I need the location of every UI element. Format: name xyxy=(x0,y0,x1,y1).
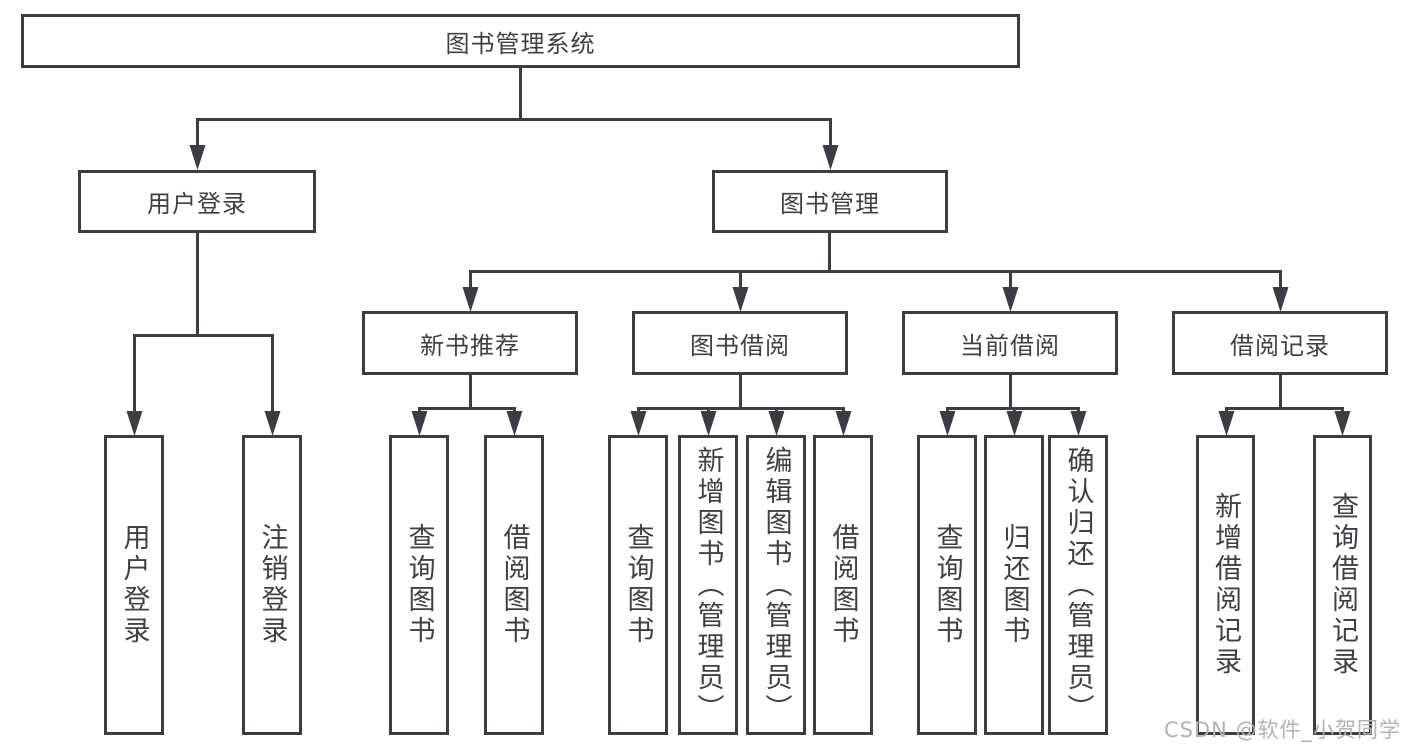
node-label: 图书管理 xyxy=(780,190,880,218)
leaf-borrow-books: 借阅图书 xyxy=(813,435,873,735)
leaf-add-books-admin: 新增图书（管理员） xyxy=(678,435,738,735)
node-book-borrowing: 图书借阅 xyxy=(632,311,848,375)
node-label: 用户登录 xyxy=(147,190,247,218)
node-book-management: 图书管理 xyxy=(712,170,948,233)
node-label: 查询图书 xyxy=(403,523,435,647)
node-label: 新增借阅记录 xyxy=(1210,492,1241,678)
node-label: 借阅图书 xyxy=(827,523,859,647)
node-label: 查询借阅记录 xyxy=(1327,492,1358,678)
leaf-borrow-books: 借阅图书 xyxy=(484,435,544,735)
node-label: 借阅记录 xyxy=(1230,331,1330,360)
node-label: 新增图书（管理员） xyxy=(692,445,724,725)
node-label: 当前借阅 xyxy=(960,331,1060,360)
leaf-logout: 注销登录 xyxy=(242,435,302,735)
node-label: 查询图书 xyxy=(931,523,963,647)
node-label: 查询图书 xyxy=(622,523,654,647)
leaf-return-books: 归还图书 xyxy=(984,435,1044,735)
node-label: 注销登录 xyxy=(256,523,288,647)
node-label: 借阅图书 xyxy=(498,523,530,647)
node-new-book-recommend: 新书推荐 xyxy=(362,311,578,375)
node-label: 归还图书 xyxy=(998,523,1030,647)
leaf-query-books: 查询图书 xyxy=(608,435,668,735)
node-user-login: 用户登录 xyxy=(78,170,316,233)
node-label: 确认归还（管理员） xyxy=(1062,445,1094,725)
node-library-management-system: 图书管理系统 xyxy=(21,14,1020,68)
node-label: 新书推荐 xyxy=(420,331,520,360)
leaf-confirm-return-admin: 确认归还（管理员） xyxy=(1048,435,1108,735)
node-label: 用户登录 xyxy=(118,523,150,647)
node-label: 图书管理系统 xyxy=(445,29,596,58)
node-borrow-records: 借阅记录 xyxy=(1172,311,1388,375)
arrowheads xyxy=(126,145,1351,436)
leaf-query-borrow-record: 查询借阅记录 xyxy=(1313,435,1372,735)
leaf-query-books: 查询图书 xyxy=(389,435,449,735)
leaf-add-borrow-record: 新增借阅记录 xyxy=(1196,435,1255,735)
leaf-query-books: 查询图书 xyxy=(917,435,977,735)
node-label: 编辑图书（管理员） xyxy=(760,445,792,725)
csdn-watermark: CSDN @软件_小贺同学 xyxy=(1163,718,1401,742)
node-label: 图书借阅 xyxy=(690,331,790,360)
leaf-edit-books-admin: 编辑图书（管理员） xyxy=(746,435,806,735)
node-current-borrowing: 当前借阅 xyxy=(902,311,1118,375)
leaf-user-login: 用户登录 xyxy=(104,435,164,735)
